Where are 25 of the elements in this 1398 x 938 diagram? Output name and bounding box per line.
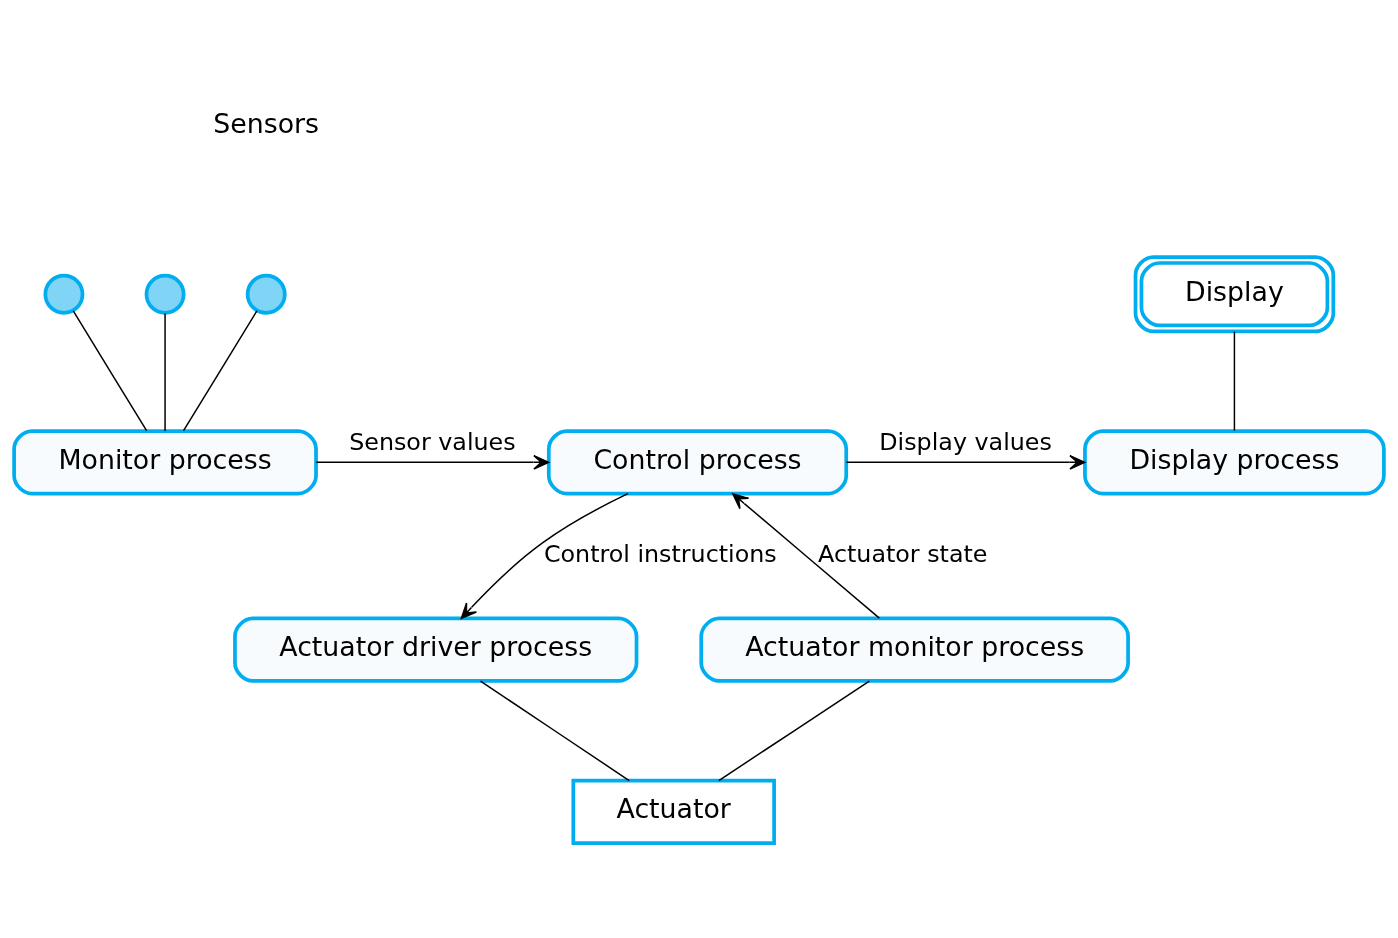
edge-label: Sensor values [349, 428, 516, 457]
arrow [315, 454, 550, 470]
node-box: Actuator [571, 778, 776, 845]
node-box: Display [1133, 255, 1336, 334]
edge-label: Display values [879, 428, 1052, 457]
arrow [460, 492, 629, 620]
connector [182, 310, 258, 432]
node-box: Control process [546, 429, 849, 496]
node-box: Actuator driver process [233, 616, 639, 683]
arrow [732, 493, 881, 619]
node-box: Actuator monitor process [699, 616, 1130, 683]
node-box: Display process [1083, 429, 1386, 496]
node-box: Monitor process [12, 429, 318, 496]
connector [479, 680, 630, 782]
connector [164, 312, 166, 432]
edge-label: Control instructions [543, 539, 777, 568]
node-circle [144, 273, 186, 315]
connector [1233, 330, 1236, 432]
node-circle [245, 273, 287, 315]
arrow [845, 454, 1086, 470]
connector [72, 310, 148, 432]
connector [718, 680, 871, 782]
edge-label: Actuator state [818, 539, 988, 568]
node-circle [43, 273, 85, 315]
label: Sensors [213, 107, 320, 139]
